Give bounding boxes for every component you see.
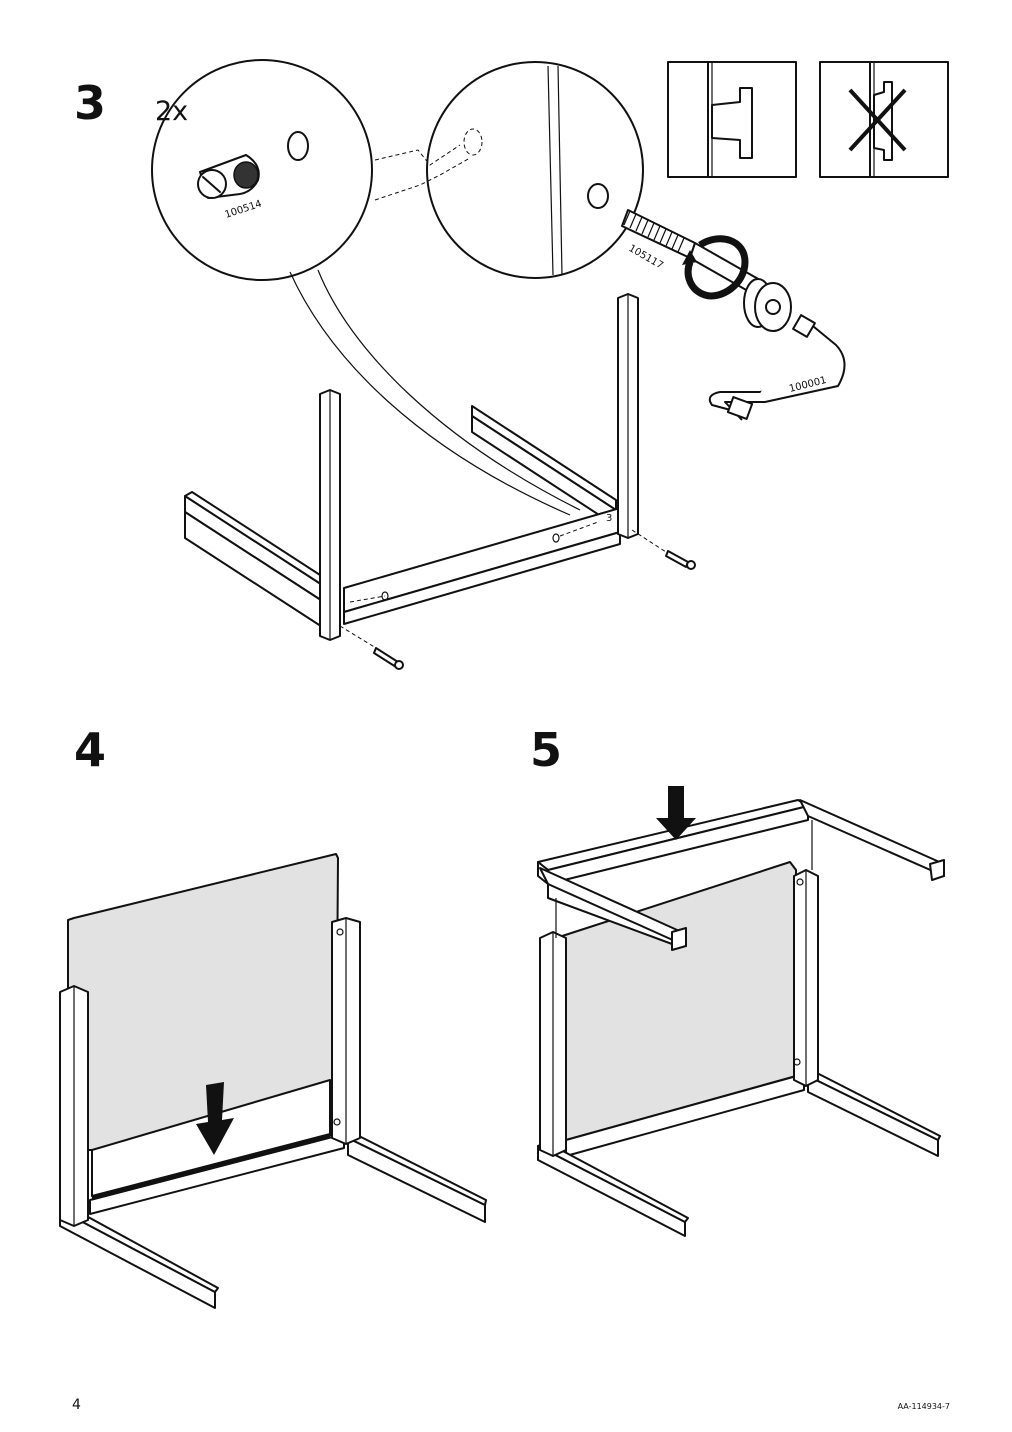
bolt-part-code: 105117 bbox=[627, 243, 666, 272]
down-arrow-icon bbox=[656, 786, 696, 840]
bolt-small-icon bbox=[373, 647, 404, 670]
bolt-detail-circle bbox=[426, 61, 644, 279]
step-5-number: 5 bbox=[530, 723, 563, 777]
step-3-number: 3 bbox=[74, 76, 107, 130]
step-5-frame bbox=[537, 786, 945, 1237]
step-3-quantity: 2x bbox=[155, 96, 189, 127]
hex-key-icon bbox=[708, 314, 846, 421]
step-4-frame bbox=[59, 853, 487, 1309]
hole-icon bbox=[287, 131, 309, 161]
down-arrow-icon bbox=[196, 1082, 234, 1155]
incorrect-cross-icon bbox=[848, 88, 907, 152]
step-4-number: 4 bbox=[74, 723, 107, 777]
cam-nut-icon bbox=[197, 154, 260, 199]
document-code: AA-114934-7 bbox=[897, 1402, 950, 1411]
cam-nut-part-code: 100514 bbox=[224, 199, 264, 221]
rotate-arrow-icon bbox=[682, 235, 749, 300]
page-number: 4 bbox=[72, 1397, 81, 1413]
bolt-small-icon bbox=[665, 550, 696, 570]
incorrect-fit-panel bbox=[819, 61, 949, 178]
cam-nut-detail-circle bbox=[151, 59, 581, 516]
bolt-icon bbox=[621, 209, 792, 332]
step-3-frame bbox=[184, 293, 696, 670]
rail-label: 3 bbox=[606, 513, 612, 524]
correct-fit-panel bbox=[667, 61, 797, 178]
